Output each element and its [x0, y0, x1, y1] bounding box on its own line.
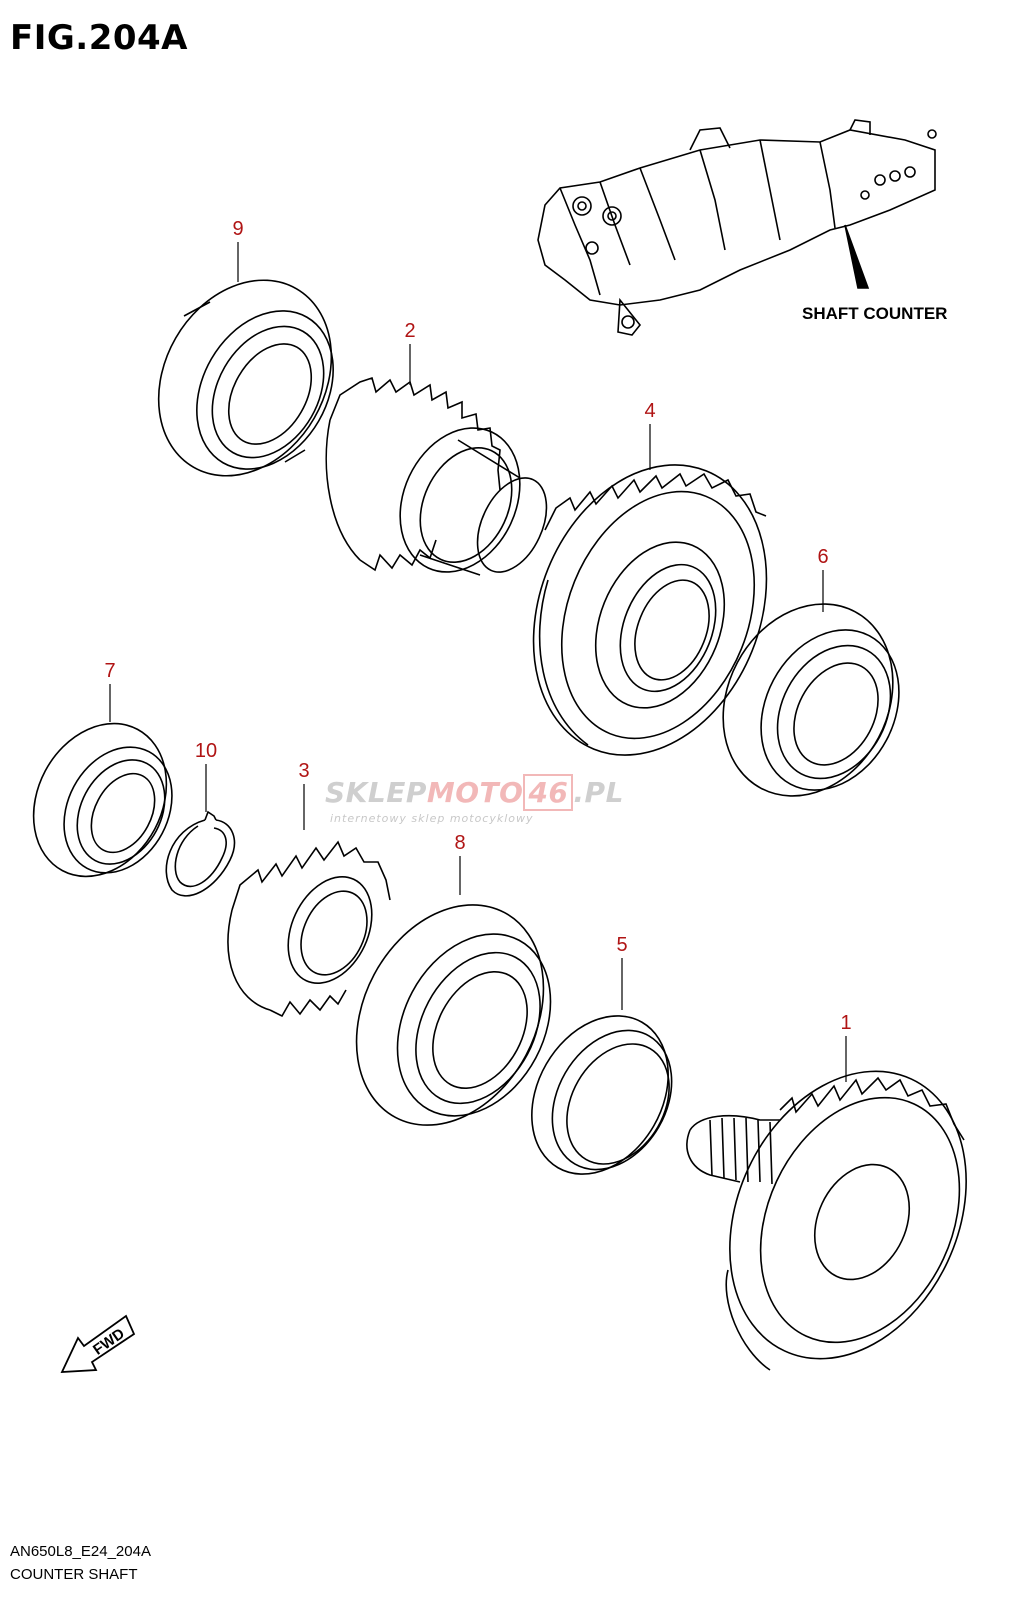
part-9-bearing: [157, 279, 334, 477]
callout-9: 9: [232, 218, 244, 240]
callout-2: 2: [404, 320, 416, 342]
figure-name: COUNTER SHAFT: [10, 1566, 138, 1583]
part-1-shaft-gear: [686, 1070, 967, 1371]
figure-code: AN650L8_E24_204A: [10, 1543, 151, 1560]
part-5-oil-seal: [531, 1015, 673, 1175]
callout-1: 1: [840, 1012, 852, 1034]
part-8-bearing: [355, 904, 552, 1126]
engine-inset-illustration: [537, 119, 937, 336]
part-2-gear: [325, 376, 548, 576]
shaft-pointer-arrow: [844, 224, 870, 289]
callout-3: 3: [298, 760, 310, 782]
callout-4: 4: [644, 400, 656, 422]
figure-title: FIG.204A: [10, 18, 188, 58]
callout-5: 5: [616, 934, 628, 956]
part-4-large-gear: [532, 464, 768, 756]
callout-8: 8: [454, 832, 466, 854]
callout-10: 10: [194, 740, 218, 762]
part-7-bearing: [32, 722, 173, 878]
callout-7: 7: [104, 660, 116, 682]
part-3-gear: [227, 840, 391, 1018]
part-10-circlip: [165, 810, 236, 897]
shaft-counter-label: SHAFT COUNTER: [802, 304, 948, 323]
callout-leader-lines: [109, 242, 847, 1082]
fwd-arrow-icon: FWD: [60, 1314, 136, 1373]
watermark-subtitle: internetowy sklep motocyklowy: [330, 812, 534, 825]
callout-6: 6: [817, 546, 829, 568]
part-6-bearing: [722, 603, 900, 797]
